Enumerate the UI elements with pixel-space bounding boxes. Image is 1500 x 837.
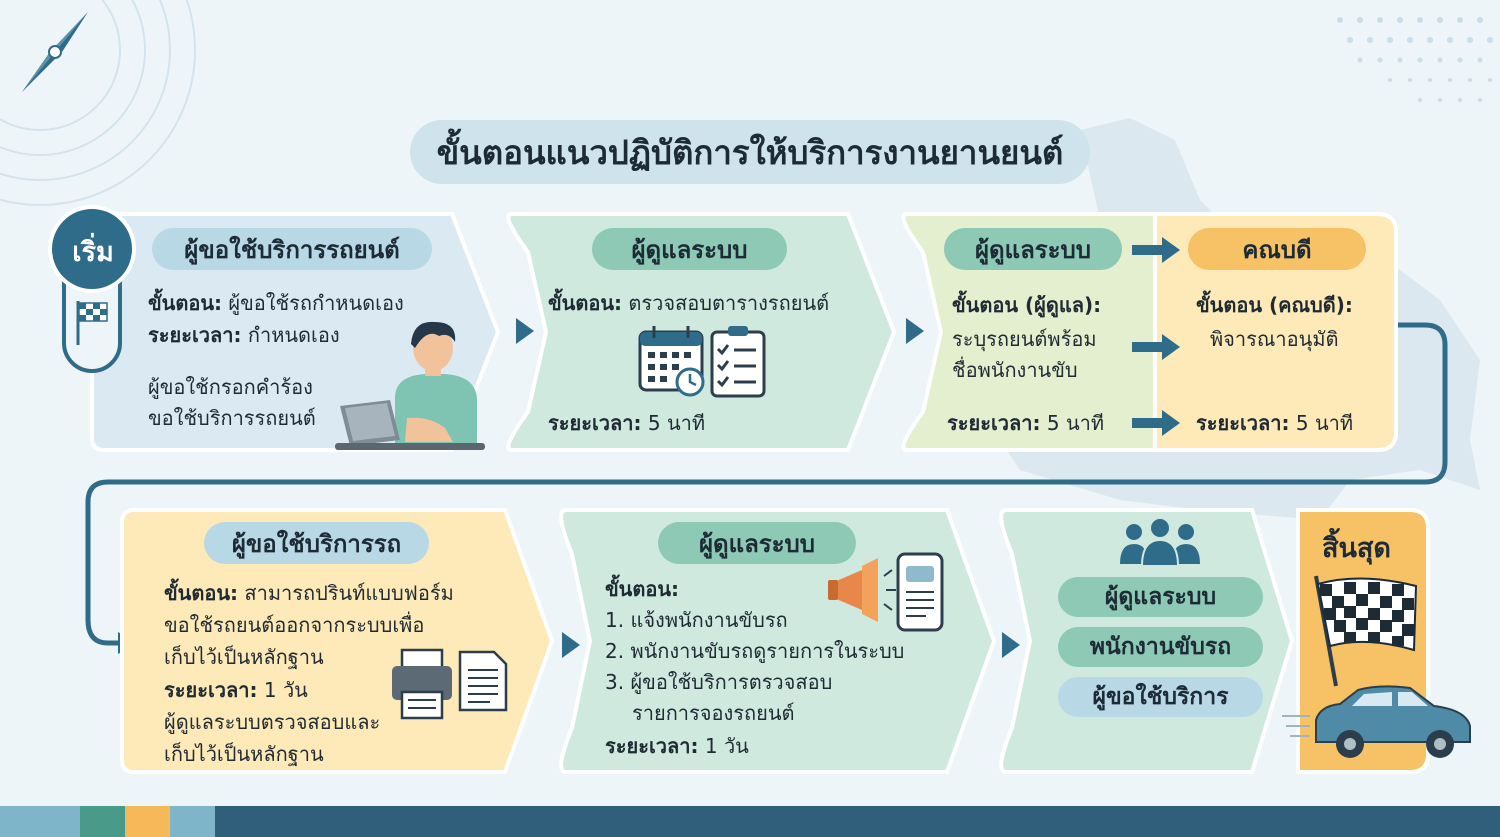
printer-document-icon (392, 648, 508, 720)
footer-strip (0, 806, 80, 837)
flow-arrow (516, 318, 534, 344)
arrow-right-icon (1132, 237, 1180, 263)
step-label: ขั้นตอน: (548, 291, 623, 315)
step2-card (506, 212, 897, 452)
time-text: 1 วัน (704, 734, 749, 758)
step3-b-step-label: ขั้นตอน (คณบดี): (1196, 293, 1353, 317)
start-label: เริ่ม (72, 237, 114, 268)
step-text: ผู้ขอใช้รถกำหนดเอง (228, 291, 404, 315)
step-text: สามารถปรินท์แบบฟอร์ม (244, 581, 454, 605)
step3-a-line2: ชื่อพนักงานขับ (952, 358, 1078, 382)
time-label: ระยะเวลา: (947, 411, 1041, 435)
step1-note-line1: ผู้ขอใช้กรอกคำร้อง (148, 375, 313, 399)
time-text: 5 นาที (647, 411, 706, 435)
calendar-checklist-icon (638, 326, 766, 398)
page-title: ขั้นตอนแนวปฏิบัติการให้บริการงานยานยนต์ (410, 120, 1090, 184)
footer-strip (170, 806, 215, 837)
step6-role-3: ผู้ขอใช้บริการ (1058, 677, 1263, 717)
step3-a-line1: ระบุรถยนต์พร้อม (952, 327, 1097, 351)
step3-role-b-pill: คณบดี (1188, 228, 1366, 270)
step3-a-time-line: ระยะเวลา: 5 นาที (947, 408, 1104, 439)
end-label: สิ้นสุด (1322, 533, 1391, 564)
step6-role-1: ผู้ดูแลระบบ (1058, 577, 1263, 617)
person-laptop-icon (335, 321, 485, 450)
step4-step-line: ขั้นตอน: สามารถปรินท์แบบฟอร์ม (164, 578, 454, 609)
step5-item3a: 3. ผู้ขอใช้บริการตรวจสอบ (605, 670, 833, 694)
step3-card (901, 212, 1398, 452)
people-group-icon (1120, 518, 1200, 567)
time-text: 5 นาที (1046, 411, 1105, 435)
compass-icon (22, 12, 88, 92)
step5-item1: 1. แจ้งพนักงานขับรถ (605, 608, 788, 632)
step2-role-pill: ผู้ดูแลระบบ (592, 228, 787, 270)
step2-step-line: ขั้นตอน: ตรวจสอบตารางรถยนต์ (548, 288, 829, 319)
step5-role-pill: ผู้ดูแลระบบ (658, 522, 856, 564)
megaphone-phone-icon (828, 552, 944, 632)
time-label: ระยะเวลา: (148, 323, 242, 347)
footer-strip (215, 806, 1500, 837)
step3-b-time-line: ระยะเวลา: 5 นาที (1196, 408, 1353, 439)
checkered-flag-icon (1316, 577, 1418, 652)
step1-time-line: ระยะเวลา: กำหนดเอง (148, 320, 340, 351)
step5-item2: 2. พนักงานขับรถดูรายการในระบบ (605, 639, 905, 663)
arrow-right-icon (1132, 334, 1180, 360)
step4-time-line: ระยะเวลา: 1 วัน (164, 675, 308, 706)
step2-time-line: ระยะเวลา: 5 นาที (548, 408, 705, 439)
checkered-flag-icon (76, 301, 108, 345)
step4-card (120, 508, 555, 774)
step5-step-label: ขั้นตอน: (605, 577, 680, 601)
time-label: ระยะเวลา: (605, 734, 699, 758)
step5-time-line: ระยะเวลา: 1 วัน (605, 731, 749, 762)
arrow-right-icon (1132, 410, 1180, 436)
start-badge (48, 205, 136, 373)
step1-role-pill: ผู้ขอใช้บริการรถยนต์ (152, 228, 432, 270)
step6-role-2: พนักงานขับรถ (1058, 627, 1263, 667)
step1-note-line2: ขอใช้บริการรถยนต์ (148, 406, 316, 430)
step-text: ตรวจสอบตารางรถยนต์ (628, 291, 830, 315)
step4-role-pill: ผู้ขอใช้บริการรถ (204, 522, 429, 564)
time-label: ระยะเวลา: (164, 678, 258, 702)
flow-arrow (906, 318, 924, 344)
time-text: กำหนดเอง (247, 323, 340, 347)
time-text: 5 นาที (1295, 411, 1354, 435)
step3-role-a-pill: ผู้ดูแลระบบ (944, 228, 1122, 270)
time-text: 1 วัน (263, 678, 308, 702)
flow-arrow (1002, 632, 1020, 658)
step-label: ขั้นตอน: (148, 291, 223, 315)
step3-a-step-label: ขั้นตอน (ผู้ดูแล): (952, 293, 1102, 317)
step4-line5: เก็บไว้เป็นหลักฐาน (164, 742, 324, 766)
flow-arrow (562, 632, 580, 658)
time-label: ระยะเวลา: (1196, 411, 1290, 435)
time-label: ระยะเวลา: (548, 411, 642, 435)
step4-line3: เก็บไว้เป็นหลักฐาน (164, 645, 324, 669)
car-icon (1282, 685, 1471, 758)
flow-connector (85, 322, 1448, 646)
step5-item3b: รายการจองรถยนต์ (632, 701, 795, 725)
step-label: ขั้นตอน: (164, 581, 239, 605)
footer-strip (125, 806, 170, 837)
step1-step-line: ขั้นตอน: ผู้ขอใช้รถกำหนดเอง (148, 288, 404, 319)
step4-line4: ผู้ดูแลระบบตรวจสอบและ (164, 710, 381, 734)
finish-flag-car-icon (1282, 575, 1471, 758)
step4-line2: ขอใช้รถยนต์ออกจากระบบเพื่อ (164, 613, 425, 637)
step3-b-line1: พิจารณาอนุมัติ (1210, 327, 1339, 351)
footer-strip (80, 806, 125, 837)
